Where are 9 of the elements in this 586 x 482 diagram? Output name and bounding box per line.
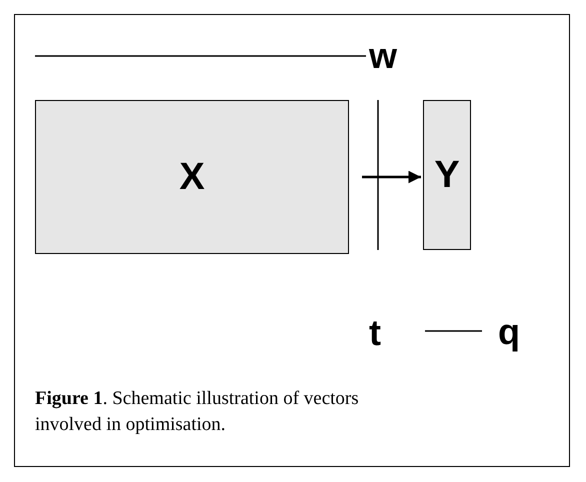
vector-label: q (498, 314, 520, 350)
box-label: X (179, 156, 205, 198)
arrow (362, 170, 421, 184)
vector-label: w (369, 38, 398, 74)
vector-box (35, 100, 349, 254)
vector-box (423, 100, 471, 250)
vector-label: t (369, 315, 381, 351)
box-label: Y (434, 154, 460, 196)
figure-caption: Figure 1. Schematic illustration of vectors involved in optimisation. (35, 387, 360, 437)
